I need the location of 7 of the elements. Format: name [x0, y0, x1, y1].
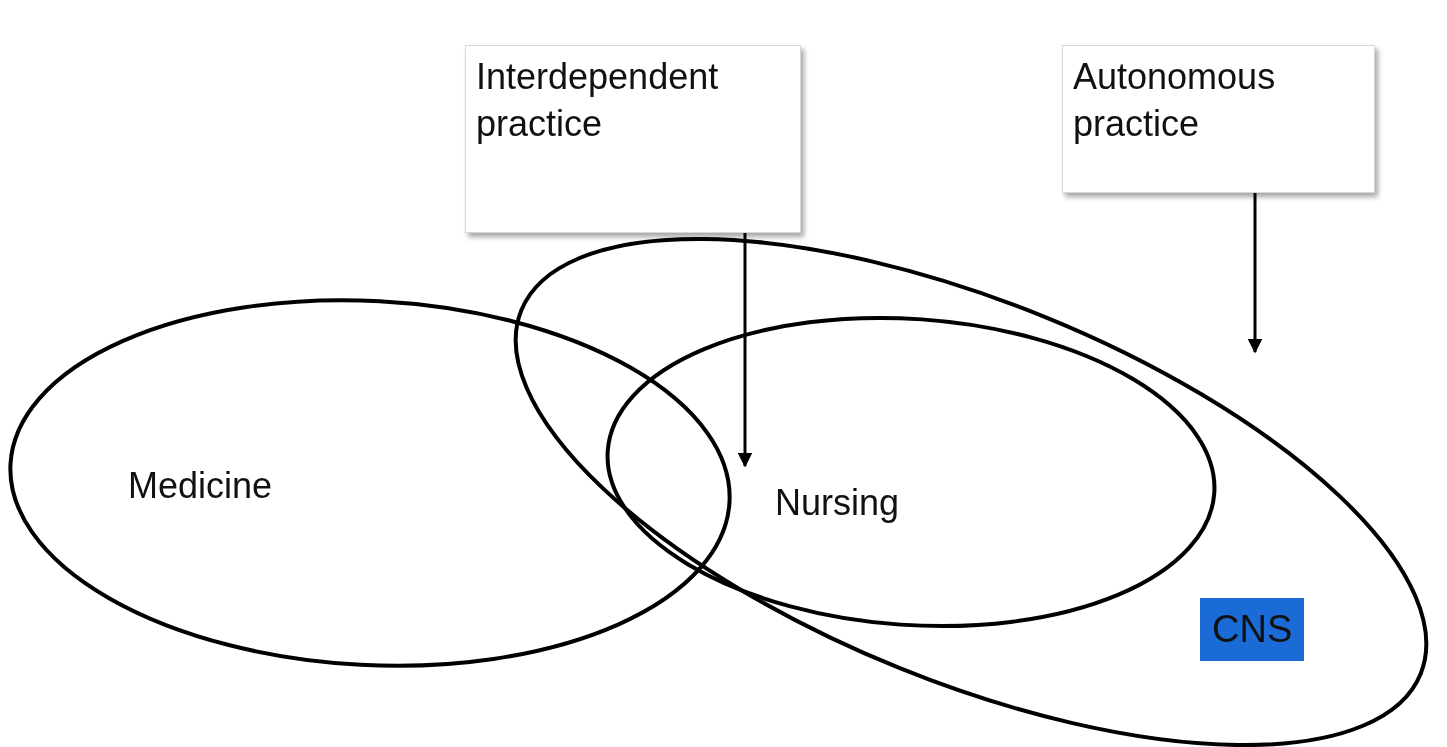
- label-tag: CNS: [1200, 598, 1305, 661]
- ellipse-label: Medicine: [128, 465, 273, 507]
- label-box: Interdependent practice: [465, 45, 801, 233]
- ellipse-label: Nursing: [775, 482, 900, 524]
- arrow: [1247, 193, 1263, 354]
- arrow: [737, 233, 753, 468]
- label-box: Autonomous practice: [1062, 45, 1375, 193]
